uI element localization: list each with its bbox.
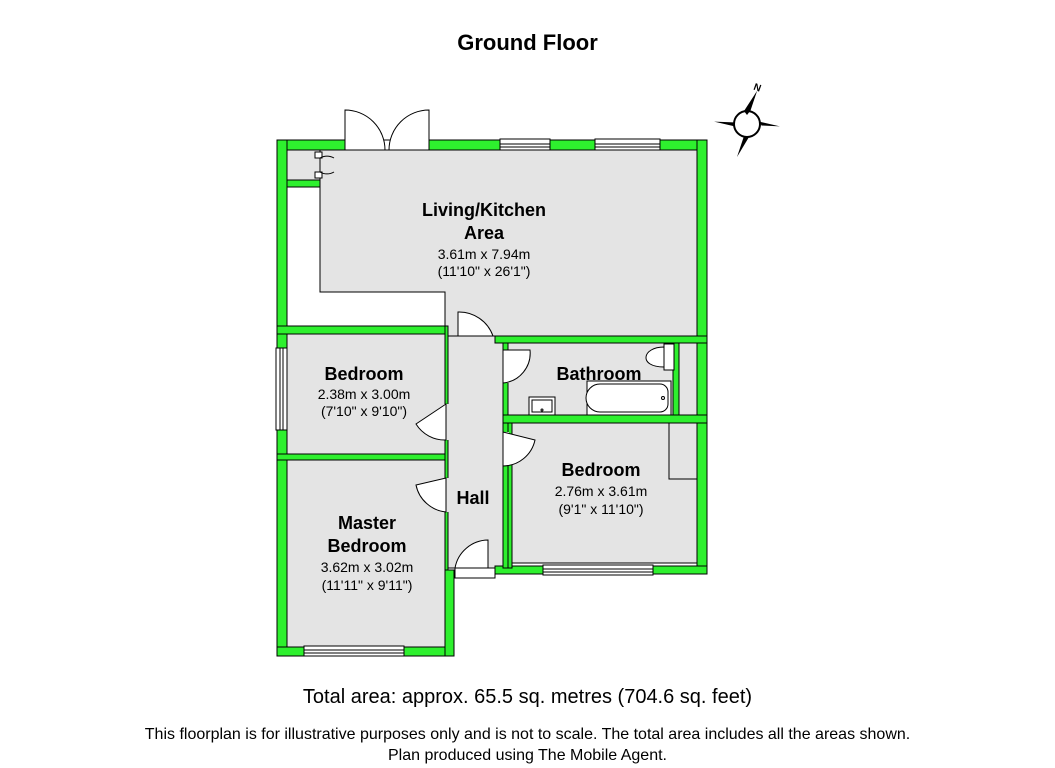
wall-bedroom2-left — [507, 422, 513, 569]
wall-closet-bottom — [286, 179, 321, 188]
master-bedroom-door — [415, 477, 449, 513]
bathroom-name: Bathroom — [557, 364, 642, 384]
toilet — [645, 343, 675, 371]
window-living-2 — [594, 138, 661, 151]
living-imperial: (11'10" x 26'1") — [438, 263, 531, 279]
hall-name: Hall — [456, 488, 489, 508]
bedroom-2-metric: 2.76m x 3.61m — [555, 483, 648, 499]
living-door — [457, 311, 494, 337]
windows — [275, 138, 661, 657]
bedroom-name: Bedroom — [324, 364, 403, 384]
window-bedroom — [275, 347, 288, 431]
bedroom-2-imperial: (9'1" x 11'10") — [558, 501, 643, 517]
room-labels: Living/Kitchen Area 3.61m x 7.94m (11'10… — [318, 200, 648, 593]
window-bedroom-2 — [542, 564, 654, 576]
wall-outer-right — [696, 139, 708, 575]
floor-plan: N Living/Kitchen Area 3.61m x 7.94m (11'… — [275, 82, 780, 657]
basin — [528, 396, 556, 416]
wall-bathroom-top — [494, 335, 708, 344]
doors — [314, 109, 536, 579]
window-master-bedroom — [303, 645, 405, 657]
french-doors — [344, 109, 430, 151]
disclaimer-line-2: Plan produced using The Mobile Agent. — [387, 747, 667, 764]
closet-door-top — [314, 151, 335, 159]
bedroom-2-name: Bedroom — [561, 460, 640, 480]
front-door — [454, 539, 496, 579]
window-living-1 — [499, 138, 551, 151]
compass-north-label: N — [752, 82, 763, 95]
bedroom-imperial: (7'10" x 9'10") — [321, 403, 407, 419]
wall-bathroom-bottom — [502, 414, 708, 424]
hall-floor — [447, 335, 504, 569]
living-name-2: Area — [464, 223, 505, 243]
master-name-2: Bedroom — [327, 536, 406, 556]
wardrobe — [668, 422, 698, 480]
wall-bedroom-top — [276, 325, 449, 335]
living-name-1: Living/Kitchen — [422, 200, 546, 220]
compass-icon: N — [714, 82, 780, 157]
wall-hall-left-lower — [444, 569, 455, 657]
bathroom-fixtures — [528, 343, 675, 416]
living-kitchen-floor — [319, 149, 698, 337]
bedroom-metric: 2.38m x 3.00m — [318, 386, 411, 402]
floor-title: Ground Floor — [457, 30, 598, 55]
master-metric: 3.62m x 3.02m — [321, 559, 414, 575]
disclaimer-line-1: This floorplan is for illustrative purpo… — [144, 726, 911, 743]
bathtub — [585, 380, 672, 416]
living-metric: 3.61m x 7.94m — [438, 246, 531, 262]
bathroom-door — [502, 349, 531, 384]
bathroom-cupboard-floor — [678, 342, 698, 416]
master-name-1: Master — [338, 513, 396, 533]
bedroom-2-floor — [511, 422, 698, 564]
master-imperial: (11'11" x 9'11") — [322, 577, 413, 593]
closet-door-bottom — [314, 171, 335, 179]
wall-hall-left — [444, 325, 449, 571]
bedroom-door — [415, 403, 449, 441]
total-area: Total area: approx. 65.5 sq. metres (704… — [302, 686, 753, 708]
bedroom-2-door — [502, 431, 536, 467]
wall-bathroom-partition — [672, 342, 680, 416]
disclaimer: This floorplan is for illustrative purpo… — [0, 724, 1055, 766]
wall-bedroom-bottom — [276, 453, 449, 461]
